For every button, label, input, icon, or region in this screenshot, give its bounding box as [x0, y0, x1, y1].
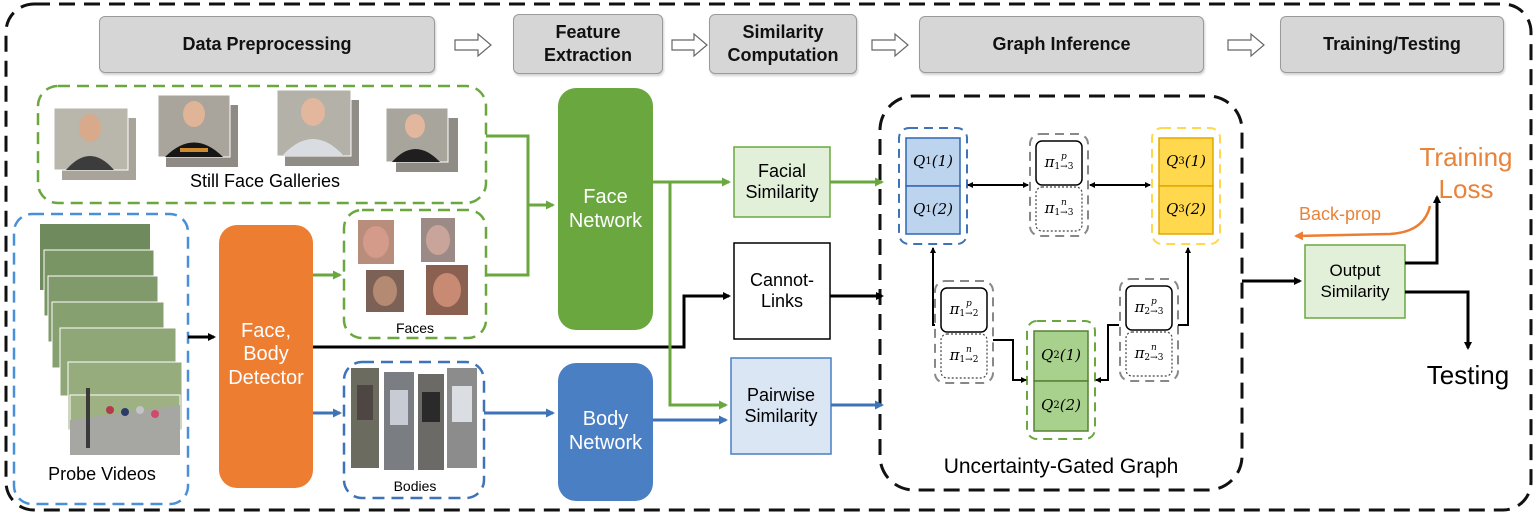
facial-similarity-label: Facial Similarity	[745, 160, 819, 202]
detector-box	[219, 225, 313, 488]
gate-12-negative	[940, 333, 988, 379]
cannot-links-label: Cannot- Links	[749, 269, 815, 311]
stage-data-preprocessing: Data Preprocessing	[99, 16, 435, 73]
gate-23-positive	[1125, 285, 1173, 331]
back-prop-label: Back-prop	[1298, 204, 1382, 225]
graph-title: Uncertainty-Gated Graph	[943, 454, 1179, 478]
q2-node-2	[1033, 380, 1089, 432]
output-similarity-box	[1304, 244, 1406, 319]
testing-label: Testing	[1426, 359, 1510, 390]
q1-node-2	[905, 185, 961, 235]
gate-13-group	[1029, 133, 1089, 237]
stage-similarity-computation: Similarity Computation	[709, 14, 857, 74]
detector-label: Face, Body Detector	[228, 319, 304, 389]
body-network-label: Body Network	[568, 408, 643, 454]
q3-node-2	[1158, 185, 1214, 235]
still-face-galleries-label: Still Face Galleries	[189, 171, 341, 192]
body-crops	[351, 368, 477, 470]
gate-12-group	[934, 280, 994, 384]
stage-graph-inference: Graph Inference	[919, 16, 1204, 73]
stage-training-testing: Training/Testing	[1280, 16, 1504, 73]
gallery-photo-2	[157, 94, 238, 167]
gallery-photo-1	[53, 107, 136, 180]
bodies-group	[342, 360, 486, 500]
hollow-arrow-icon	[454, 32, 492, 58]
probe-videos-label: Probe Videos	[48, 464, 156, 485]
outer-frame	[4, 2, 1533, 512]
faces-label: Faces	[395, 319, 435, 336]
arrow-back-prop	[1294, 205, 1432, 241]
arrow-gallery-to-face-network	[486, 134, 555, 210]
body-network-box	[558, 363, 653, 501]
pairwise-similarity-label: Pairwise Similarity	[744, 384, 818, 426]
probe-video-frames	[40, 224, 183, 456]
gate-23-negative	[1125, 331, 1173, 377]
arrow-face-network-to-pairwise	[653, 180, 728, 410]
gate-23-group	[1119, 278, 1179, 382]
hollow-arrow-icon	[1227, 32, 1265, 58]
gate-13-positive	[1035, 140, 1083, 186]
arrow-output-to-testing	[1405, 290, 1472, 350]
face-network-box	[558, 88, 653, 330]
gate-12-positive	[940, 287, 988, 333]
gate-13-negative	[1035, 186, 1083, 232]
training-loss-label: Training Loss	[1419, 141, 1513, 205]
face-crops	[358, 218, 468, 315]
arrow-detector-to-cannot-links	[313, 292, 731, 349]
gallery-photo-3	[276, 89, 359, 166]
gallery-photos	[53, 89, 458, 180]
arrow-faces-to-face-network	[486, 205, 530, 277]
cannot-links-box	[733, 242, 831, 340]
bodies-label: Bodies	[393, 477, 437, 494]
still-face-galleries-group	[36, 84, 488, 205]
stage-arrows	[454, 32, 1265, 58]
arrow-output-to-training-loss	[1405, 195, 1441, 265]
hollow-arrow-icon	[871, 32, 909, 58]
hollow-arrow-icon	[671, 32, 708, 58]
output-similarity-label: Output Similarity	[1320, 261, 1390, 301]
probe-videos-group	[12, 212, 190, 506]
connectors	[188, 134, 1472, 425]
stage-feature-extraction: Feature Extraction	[513, 14, 663, 74]
graph-edges	[930, 182, 1191, 383]
q3-group	[1151, 127, 1221, 245]
face-network-label: Face Network	[568, 186, 643, 232]
gallery-photo-4	[385, 107, 458, 172]
graph-nodes	[898, 127, 1221, 440]
